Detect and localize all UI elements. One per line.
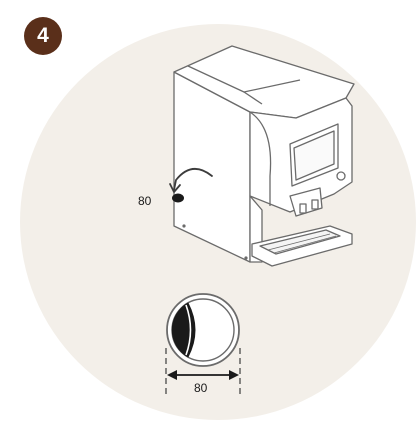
dimension-marker (165, 348, 241, 395)
double-arrow-icon (167, 370, 239, 380)
curved-arrow-icon (169, 168, 213, 193)
hole-size-label: 80 (138, 194, 152, 208)
coffee-machine (172, 45, 355, 267)
dimension-label: 80 (194, 381, 208, 395)
machine-button (336, 171, 346, 181)
step-number-badge: 4 (24, 17, 62, 55)
rear-hole (172, 193, 184, 203)
hole-detail (166, 293, 240, 367)
